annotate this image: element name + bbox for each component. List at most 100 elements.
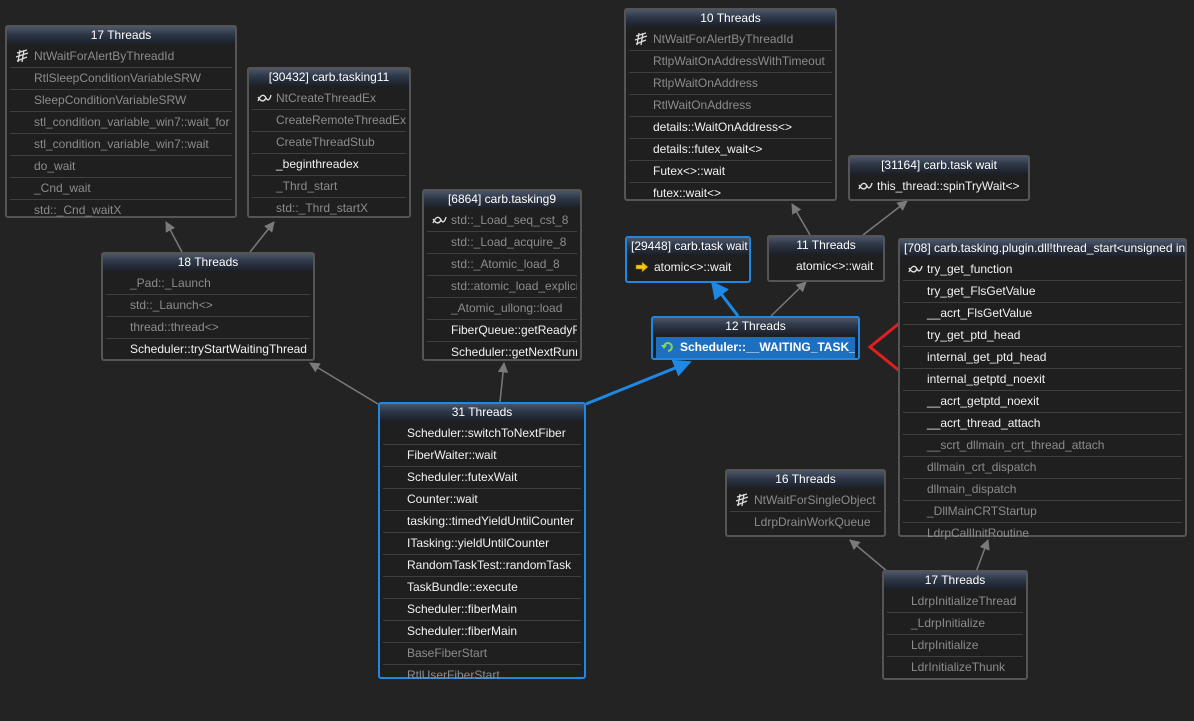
- stack-frame[interactable]: NtWaitForSingleObject: [730, 490, 881, 512]
- stack-frame[interactable]: std::_Load_acquire_8: [427, 232, 577, 254]
- stack-node-title[interactable]: 10 Threads: [626, 10, 835, 27]
- stack-frame[interactable]: Scheduler::switchToNextFiber: [383, 423, 581, 445]
- stack-node-title[interactable]: 16 Threads: [727, 471, 884, 488]
- stack-frame[interactable]: details::WaitOnAddress<>: [629, 117, 832, 139]
- stack-node-title[interactable]: 17 Threads: [7, 27, 235, 44]
- stack-frame[interactable]: _LdrpInitialize: [887, 613, 1023, 635]
- stack-frame[interactable]: std::_Thrd_startX: [252, 198, 406, 219]
- stack-frame[interactable]: Futex<>::wait: [629, 161, 832, 183]
- stack-node-title[interactable]: 18 Threads: [103, 254, 313, 271]
- stack-frame[interactable]: LdrpDrainWorkQueue: [730, 512, 881, 533]
- stack-frame[interactable]: RtlWaitOnAddress: [629, 95, 832, 117]
- stack-frame[interactable]: _Thrd_start: [252, 176, 406, 198]
- stack-frame[interactable]: _Cnd_wait: [10, 178, 232, 200]
- stack-frame-label: RtlWaitOnAddress: [653, 98, 752, 112]
- stack-node-title[interactable]: [31164] carb.task wait: [850, 157, 1028, 174]
- stack-frame[interactable]: do_wait: [10, 156, 232, 178]
- stack-frame[interactable]: LdrpInitialize: [887, 635, 1023, 657]
- stack-frame[interactable]: dllmain_dispatch: [903, 479, 1182, 501]
- stack-frame[interactable]: RtlpWaitOnAddress: [629, 73, 832, 95]
- stack-node-title[interactable]: [708] carb.tasking.plugin.dll!thread_sta…: [900, 240, 1185, 257]
- stack-frame[interactable]: this_thread::spinTryWait<>: [853, 176, 1025, 197]
- stack-frame[interactable]: std::_Load_seq_cst_8: [427, 210, 577, 232]
- stack-frame[interactable]: CreateRemoteThreadEx: [252, 110, 406, 132]
- stack-frame[interactable]: FiberWaiter::wait: [383, 445, 581, 467]
- stack-frame[interactable]: std::atomic_load_explicit: [427, 276, 577, 298]
- stack-frame[interactable]: Scheduler::futexWait: [383, 467, 581, 489]
- stack-frame[interactable]: Scheduler::fiberMain: [383, 599, 581, 621]
- stack-frame[interactable]: LdrpCallInitRoutine: [903, 523, 1182, 544]
- thread-icon: [431, 210, 447, 230]
- stack-frame[interactable]: RtlUserFiberStart: [383, 665, 581, 686]
- stack-frame[interactable]: CreateThreadStub: [252, 132, 406, 154]
- stack-frame[interactable]: try_get_ptd_head: [903, 325, 1182, 347]
- stack-frame[interactable]: dllmain_crt_dispatch: [903, 457, 1182, 479]
- stack-frame[interactable]: _DllMainCRTStartup: [903, 501, 1182, 523]
- stack-frame[interactable]: _Pad::_Launch: [106, 273, 310, 295]
- stack-node-title[interactable]: 31 Threads: [380, 404, 584, 421]
- stack-frame[interactable]: RandomTaskTest::randomTask: [383, 555, 581, 577]
- stack-frame[interactable]: atomic<>::wait: [630, 257, 746, 278]
- stack-node-title[interactable]: [30432] carb.tasking11: [249, 69, 409, 86]
- stack-frame[interactable]: _Atomic_ullong::load: [427, 298, 577, 320]
- stack-frame[interactable]: atomic<>::wait: [772, 256, 880, 277]
- stack-frame[interactable]: __acrt_getptd_noexit: [903, 391, 1182, 413]
- stack-frame[interactable]: Counter::wait: [383, 489, 581, 511]
- stack-frame[interactable]: try_get_FlsGetValue: [903, 281, 1182, 303]
- stack-frame[interactable]: stl_condition_variable_win7::wait: [10, 134, 232, 156]
- stack-frame[interactable]: NtWaitForAlertByThreadId: [10, 46, 232, 68]
- stack-node-title[interactable]: 12 Threads: [653, 318, 858, 335]
- stack-frame[interactable]: ITasking::yieldUntilCounter: [383, 533, 581, 555]
- stack-frame[interactable]: std::_Atomic_load_8: [427, 254, 577, 276]
- stack-frame[interactable]: RtlSleepConditionVariableSRW: [10, 68, 232, 90]
- stack-frame[interactable]: LdrInitializeThunk: [887, 657, 1023, 678]
- stack-frame[interactable]: Scheduler::fiberMain: [383, 621, 581, 643]
- stack-frame[interactable]: SleepConditionVariableSRW: [10, 90, 232, 112]
- stack-frame[interactable]: LdrpInitializeThread: [887, 591, 1023, 613]
- stack-frame[interactable]: Scheduler::tryStartWaitingThread: [106, 339, 310, 360]
- stack-frame[interactable]: BaseFiberStart: [383, 643, 581, 665]
- stack-node-title[interactable]: [29448] carb.task wait: [627, 238, 749, 255]
- edge-17b-to-708: [975, 539, 990, 573]
- stack-frame[interactable]: TaskBundle::execute: [383, 577, 581, 599]
- stack-frame[interactable]: __acrt_thread_attach: [903, 413, 1182, 435]
- stack-frame[interactable]: __scrt_dllmain_crt_thread_attach: [903, 435, 1182, 457]
- stack-frame[interactable]: tasking::timedYieldUntilCounter: [383, 511, 581, 533]
- stack-frame[interactable]: NtWaitForAlertByThreadId: [629, 29, 832, 51]
- stack-frame[interactable]: futex::wait<>: [629, 183, 832, 204]
- stack-frame[interactable]: Scheduler::getNextRunnable: [427, 342, 577, 363]
- stack-frame[interactable]: _beginthreadex: [252, 154, 406, 176]
- stack-frame-label: internal_getptd_noexit: [927, 372, 1046, 386]
- stack-frame[interactable]: stl_condition_variable_win7::wait_for: [10, 112, 232, 134]
- stack-node-title[interactable]: 17 Threads: [884, 572, 1026, 589]
- stack-frame[interactable]: try_get_function: [903, 259, 1182, 281]
- stack-node-n708[interactable]: [708] carb.tasking.plugin.dll!thread_sta…: [898, 238, 1187, 540]
- stack-frame[interactable]: RtlpWaitOnAddressWithTimeout: [629, 51, 832, 73]
- stack-frame[interactable]: details::futex_wait<>: [629, 139, 832, 161]
- stack-frame-label: this_thread::spinTryWait<>: [877, 179, 1020, 193]
- stack-frame[interactable]: internal_get_ptd_head: [903, 347, 1182, 369]
- stack-frame[interactable]: thread::thread<>: [106, 317, 310, 339]
- stack-frame[interactable]: NtCreateThreadEx: [252, 88, 406, 110]
- stack-node-title[interactable]: [6864] carb.tasking9: [424, 191, 580, 208]
- stack-frame[interactable]: internal_getptd_noexit: [903, 369, 1182, 391]
- stack-frame[interactable]: __acrt_FlsGetValue: [903, 303, 1182, 325]
- stack-frame[interactable]: std::_Launch<>: [106, 295, 310, 317]
- stack-frame[interactable]: FiberQueue::getReadyFiber: [427, 320, 577, 342]
- stack-frame[interactable]: std::_Cnd_waitX: [10, 200, 232, 221]
- stack-frame-label: RtlSleepConditionVariableSRW: [34, 71, 201, 85]
- selected-stack-frame[interactable]: Scheduler::__WAITING_TASK__: [656, 337, 855, 358]
- stack-node-title[interactable]: 11 Threads: [769, 237, 883, 254]
